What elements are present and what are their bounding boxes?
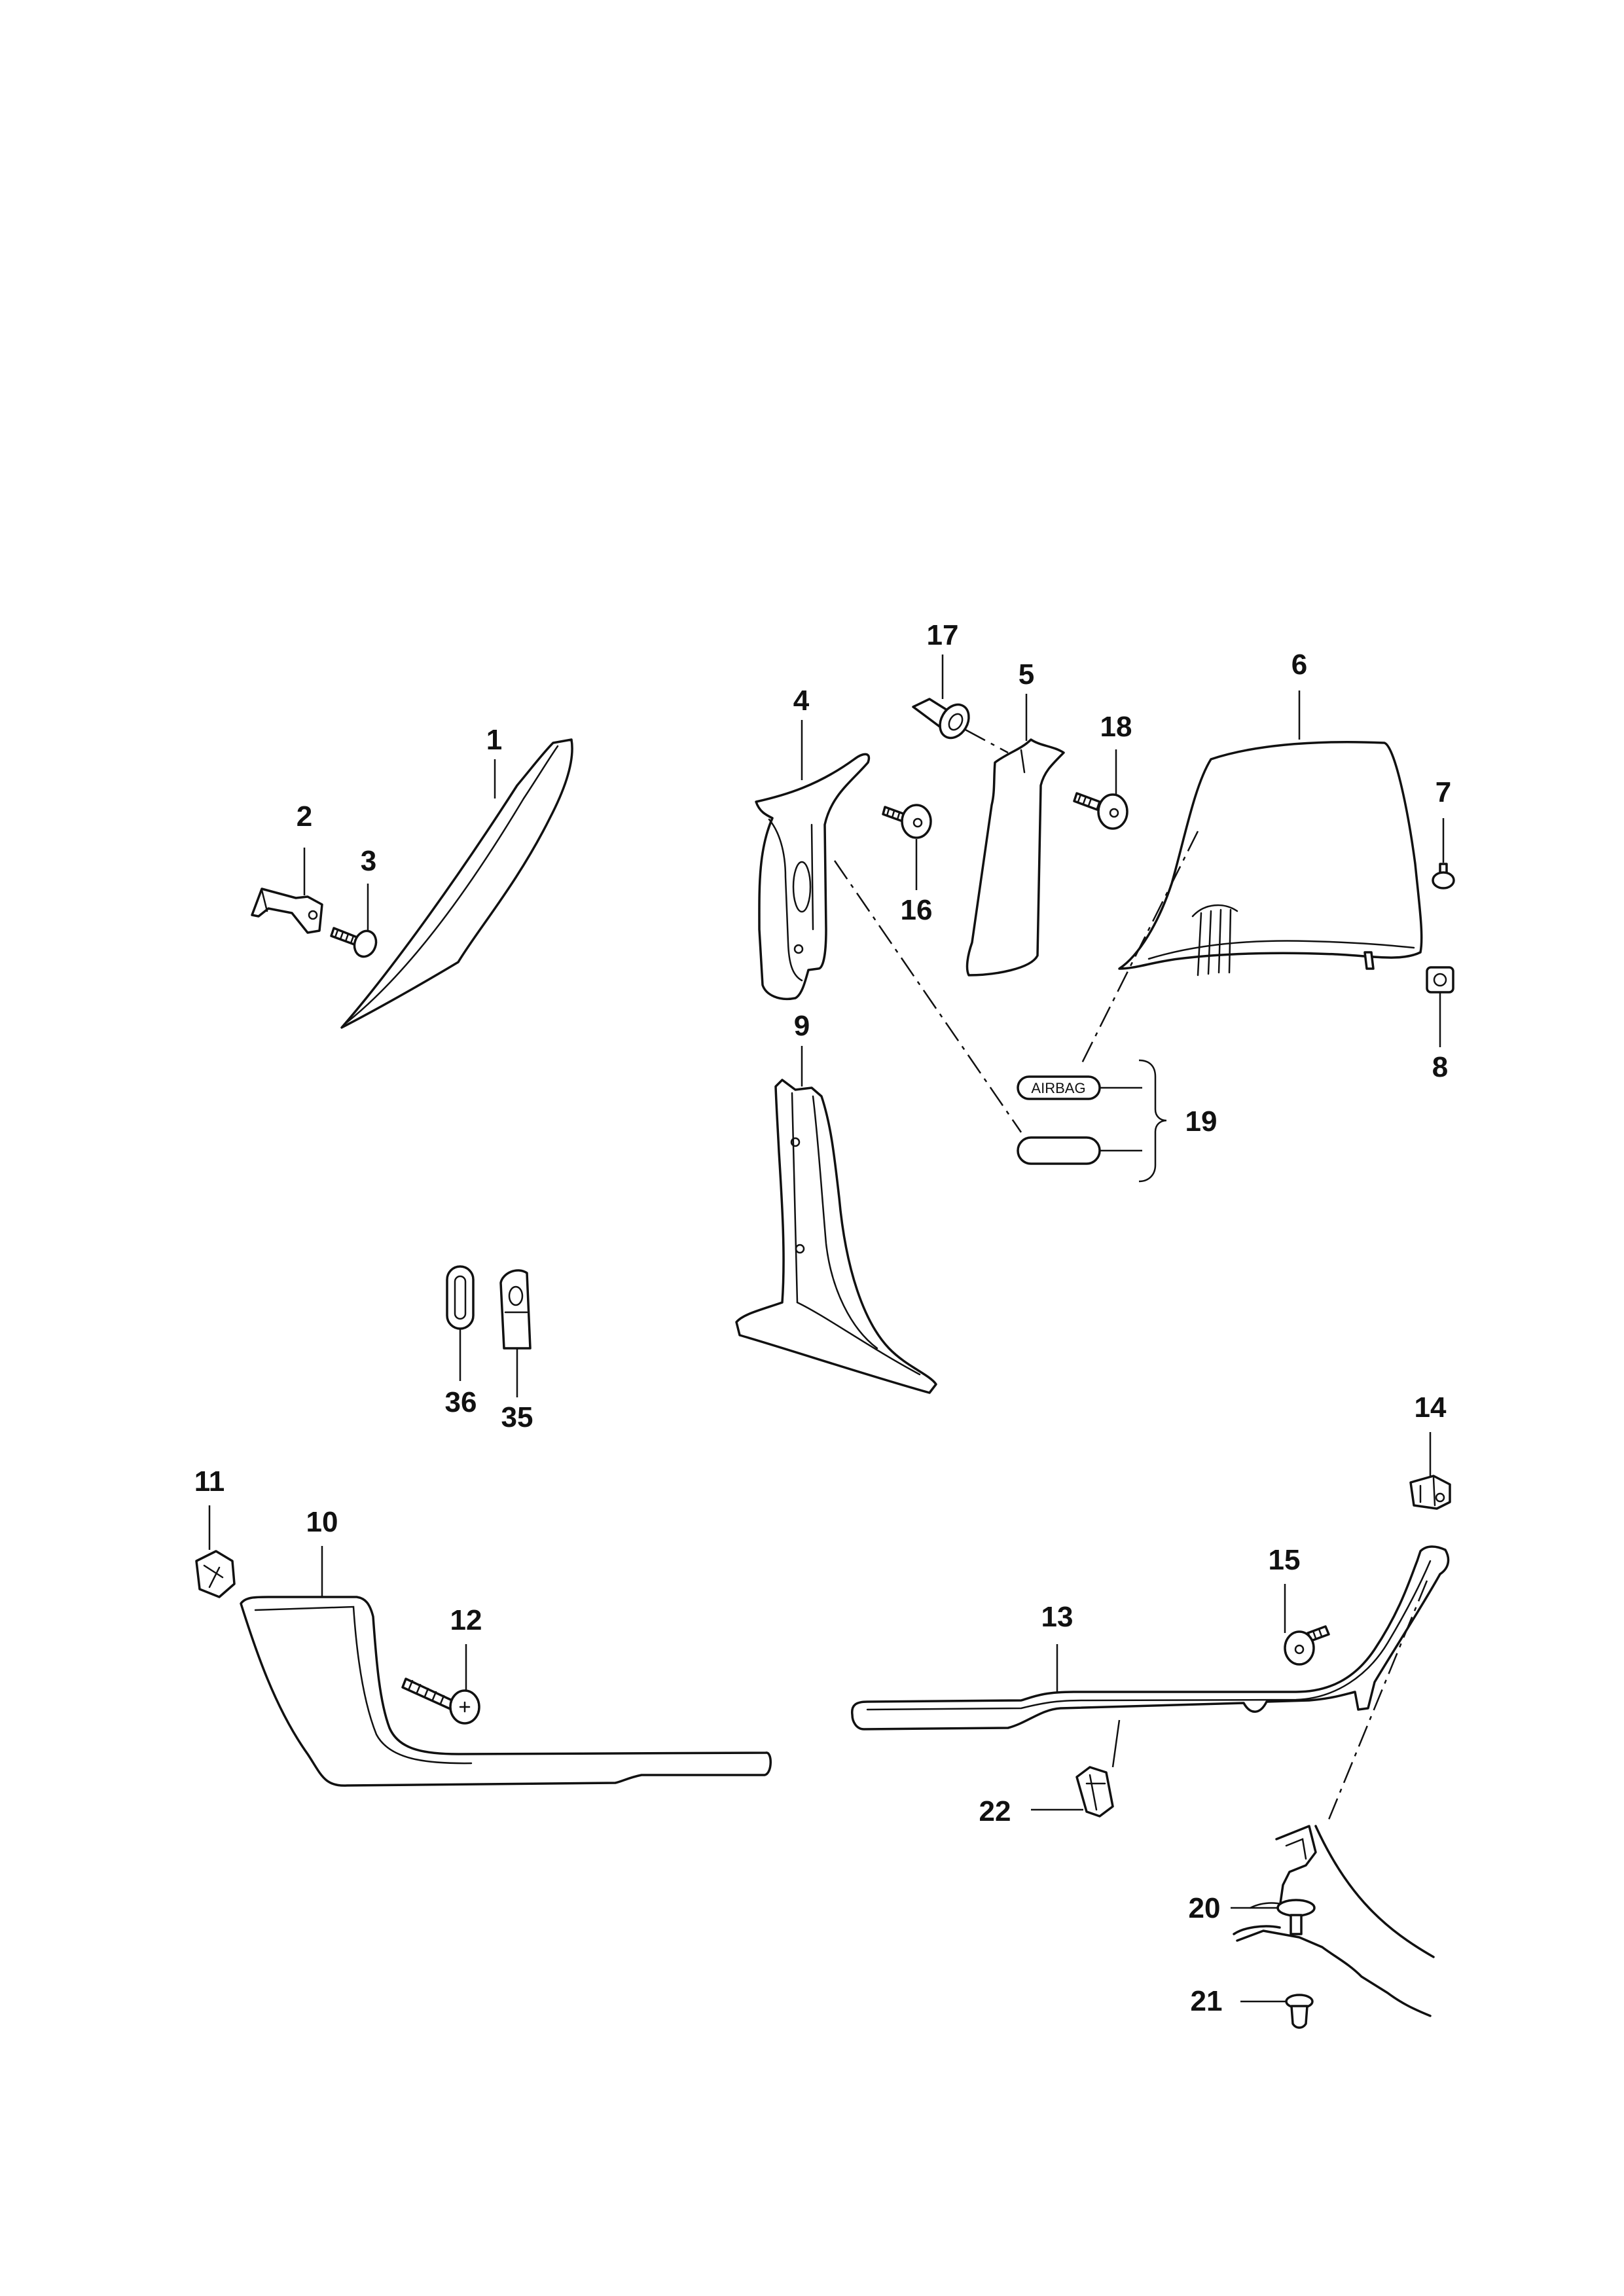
part-13-sill-trim-rear [850, 1545, 1450, 1820]
label-10: 10 [306, 1506, 338, 1538]
part-10-sill-trim-front [240, 1546, 772, 1787]
label-20: 20 [1189, 1892, 1221, 1924]
part-6-rear-trim-panel [1079, 691, 1423, 1067]
label-16: 16 [901, 894, 933, 926]
label-18: 18 [1100, 711, 1132, 743]
label-6: 6 [1291, 649, 1307, 681]
label-1: 1 [486, 724, 502, 756]
part-19-airbag-badges: AIRBAG [833, 860, 1167, 1183]
blank-badge [1017, 1136, 1101, 1165]
label-4: 4 [793, 685, 810, 717]
label-9: 9 [794, 1010, 810, 1042]
part-15-screw [1284, 1584, 1330, 1666]
label-5: 5 [1019, 658, 1034, 691]
part-9-b-pillar-lower-trim [735, 1046, 937, 1394]
part-12-screw [401, 1644, 480, 1725]
part-3-screw [330, 884, 378, 958]
part-17-clip-nut [912, 655, 1009, 754]
part-14-clip [1409, 1432, 1451, 1510]
part-5-pillar-trim [965, 694, 1065, 977]
label-19: 19 [1185, 1105, 1218, 1138]
label-17: 17 [927, 619, 959, 651]
label-11: 11 [194, 1465, 225, 1498]
part-35-clip [499, 1269, 532, 1397]
part-36-clip [446, 1265, 475, 1381]
part-8-clip [1426, 966, 1454, 1047]
part-11-nut [195, 1505, 236, 1598]
label-21: 21 [1191, 1985, 1223, 2017]
body-panel-section [1233, 1825, 1435, 2017]
part-16-screw [882, 804, 932, 890]
label-13: 13 [1041, 1601, 1074, 1633]
airbag-badge-text: AIRBAG [1031, 1080, 1085, 1096]
part-22-clip [1031, 1766, 1114, 1818]
part-18-screw [1073, 749, 1128, 830]
part-20-push-rivet [1231, 1899, 1316, 1935]
label-35: 35 [501, 1401, 533, 1433]
part-21-rivet [1240, 1994, 1314, 2029]
part-1-a-pillar-trim [340, 738, 573, 1029]
part-4-upper-pillar-trim [755, 720, 871, 1000]
label-14: 14 [1415, 1391, 1447, 1424]
part-2-bracket [251, 848, 323, 934]
label-8: 8 [1432, 1051, 1448, 1083]
label-15: 15 [1269, 1544, 1301, 1576]
label-3: 3 [361, 845, 376, 877]
label-2: 2 [297, 800, 312, 833]
label-12: 12 [450, 1604, 482, 1636]
label-22: 22 [979, 1795, 1011, 1827]
label-7: 7 [1435, 776, 1451, 808]
part-7-screw [1432, 818, 1455, 889]
label-36: 36 [445, 1386, 477, 1418]
